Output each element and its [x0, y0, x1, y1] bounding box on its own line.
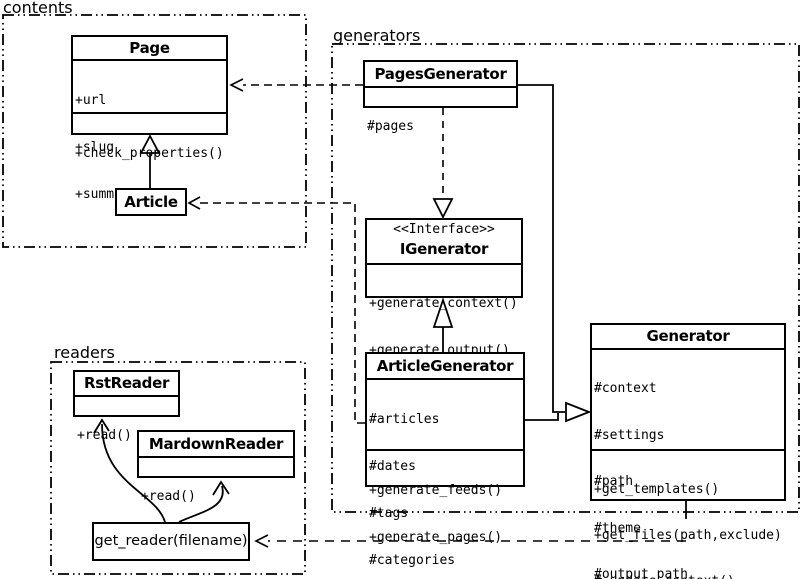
attribute: #output_path	[594, 567, 688, 579]
class-article: Article	[115, 188, 187, 216]
method: +read()	[141, 489, 196, 504]
class-generator-title: Generator	[646, 327, 730, 345]
package-label-readers: readers	[54, 343, 115, 362]
package-contents-border	[2, 14, 307, 248]
class-igenerator-stereotype: <<Interface>>	[393, 222, 495, 237]
getreader-box: get_reader(filename)	[92, 522, 250, 561]
class-generator: Generator #context #settings #path #them…	[590, 323, 786, 579]
attribute: #pages	[367, 119, 414, 134]
class-generator-attributes: #context #settings #path #theme #output_…	[592, 348, 784, 579]
class-page: Page +url +slug +summary +check_properti…	[71, 35, 228, 202]
arrow-getreader-to-mardownreader	[178, 480, 230, 523]
class-pagesgenerator-title: PagesGenerator	[374, 65, 507, 83]
class-rstreader: RstReader +read()	[73, 370, 180, 443]
arrow-article-to-page-inheritance	[139, 134, 161, 188]
arrow-articlegenerator-to-article-dependency	[187, 196, 365, 424]
attribute: #path	[594, 474, 634, 490]
method: +generate_pages()	[369, 530, 503, 545]
method: #_update_context()	[594, 574, 782, 579]
class-mardownreader-methods: +read()	[139, 456, 293, 536]
arrow-getreader-to-rstreader	[93, 418, 166, 523]
class-articlegenerator-title: ArticleGenerator	[376, 357, 514, 375]
class-mardownreader-title: MardownReader	[148, 435, 284, 453]
class-generator-methods: +get_templates() +get_files(path,exclude…	[592, 449, 784, 579]
attribute: #context	[594, 381, 657, 396]
method: +get_templates()	[594, 482, 720, 497]
class-articlegenerator-attributes: #articles #dates #tags #categories	[367, 378, 523, 568]
arrow-pagesgenerator-to-igenerator-realization	[432, 108, 454, 220]
attribute: #theme	[594, 520, 641, 536]
class-igenerator-title: IGenerator	[399, 240, 489, 258]
package-label-generators: generators	[333, 26, 421, 45]
attribute: +url	[75, 93, 107, 108]
method: +generate_context()	[369, 296, 518, 311]
method: +get_files(path,exclude)	[594, 528, 782, 543]
method: +read()	[77, 428, 132, 443]
class-pagesgenerator-attributes: #pages	[365, 86, 516, 166]
package-readers-border	[50, 361, 306, 575]
class-pagesgenerator: PagesGenerator #pages	[363, 60, 518, 134]
arrow-articlegenerator-to-igenerator-realization	[432, 297, 454, 352]
class-articlegenerator-methods: +generate_feeds() +generate_pages()	[367, 449, 523, 577]
class-page-methods: +check_properties()	[73, 112, 226, 193]
method: +check_properties()	[75, 146, 224, 161]
class-page-title: Page	[129, 39, 170, 57]
class-rstreader-title: RstReader	[83, 374, 170, 392]
attribute: #tags	[369, 506, 409, 521]
arrow-generator-to-getreader-dependency	[254, 501, 687, 548]
class-article-title: Article	[124, 193, 178, 211]
arrow-generators-to-generator-inheritance	[518, 84, 592, 423]
package-label-contents: contents	[3, 0, 73, 17]
attribute: +slug	[75, 140, 115, 155]
method: +generate_feeds()	[369, 483, 503, 498]
class-igenerator: <<Interface>> IGenerator +generate_conte…	[365, 218, 523, 358]
attribute: #dates	[369, 459, 416, 474]
attribute: #settings	[594, 427, 665, 443]
class-mardownreader: MardownReader +read()	[137, 430, 295, 504]
arrow-pagesgenerator-to-page-dependency	[229, 78, 363, 92]
attribute: #categories	[369, 553, 456, 568]
attribute: #articles	[369, 412, 440, 427]
class-articlegenerator: ArticleGenerator #articles #dates #tags …	[365, 352, 525, 568]
class-rstreader-methods: +read()	[75, 395, 178, 475]
class-page-attributes: +url +slug +summary	[73, 59, 226, 202]
